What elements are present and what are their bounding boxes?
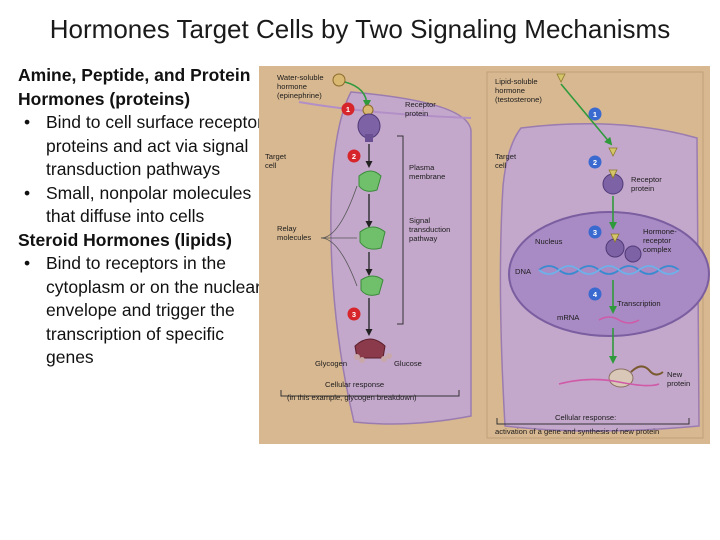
label-new-protein: protein [667, 379, 690, 388]
new-protein-icon [630, 365, 664, 376]
step-badge [588, 225, 602, 239]
label-hormone-receptor-complex: Hormone- [643, 227, 677, 236]
heading-steroid-hormones: Steroid Hormones (lipids) [18, 229, 232, 250]
label-target-cell: Target [495, 152, 517, 161]
relay-molecule-icon [359, 226, 386, 250]
notes-text: Amine, Peptide, and Protein Hormones (pr… [18, 64, 263, 370]
label-plasma-membrane: Plasma [409, 163, 435, 172]
label-water-soluble: (epinephrine) [277, 91, 322, 100]
label-mrna: mRNA [557, 313, 580, 322]
label-glycogen: Glycogen [315, 359, 347, 368]
enzyme-icon [354, 338, 386, 359]
step-badge [588, 287, 602, 301]
label-relay-molecules: molecules [277, 233, 311, 242]
protein-hormone-bullets: Bind to cell surface receptor proteins a… [18, 111, 263, 229]
label-cellular-response: activation of a gene and synthesis of ne… [495, 427, 659, 436]
step-badge [588, 107, 602, 121]
response-bracket [496, 418, 690, 425]
label-water-soluble: Water-soluble [277, 73, 324, 82]
step-badge [347, 307, 361, 321]
bullet-item: Bind to cell surface receptor proteins a… [18, 111, 263, 182]
label-glucose: Glucose [394, 359, 422, 368]
label-hormone-receptor-complex: receptor [643, 236, 671, 245]
label-lipid-soluble: hormone [495, 86, 525, 95]
label-transcription: Transcription [617, 299, 661, 308]
mrna-icon [598, 316, 640, 324]
steroid-hormone-bullets: Bind to receptors in the cytoplasm or on… [18, 252, 263, 370]
step-number: 2 [593, 158, 597, 167]
label-receptor-protein: protein [405, 109, 428, 118]
label-target-cell: cell [265, 161, 277, 170]
step-badge [588, 155, 602, 169]
receptor-stem [365, 134, 373, 142]
hormone-bound-icon [610, 233, 620, 243]
left-cytoplasm [330, 91, 472, 425]
slide-title: Hormones Target Cells by Two Signaling M… [49, 14, 671, 44]
left-plasma-membrane [298, 101, 472, 119]
glycogen-icon [354, 354, 360, 360]
label-receptor-protein: protein [631, 184, 654, 193]
label-signal-pathway: transduction [409, 225, 450, 234]
label-cellular-response: Cellular response: [555, 413, 616, 422]
arrow [344, 81, 371, 108]
label-new-protein: New [667, 370, 683, 379]
label-target-cell: cell [495, 161, 507, 170]
bullet-item: Small, nonpolar molecules that diffuse i… [18, 182, 263, 229]
relay-molecule-icon [360, 275, 384, 296]
label-receptor-protein: Receptor [405, 100, 436, 109]
signaling-diagram-svg: 1 2 3 Water-soluble hormone (epinephrine… [259, 66, 710, 444]
step-badge [347, 149, 361, 163]
pathway-bracket [397, 135, 404, 325]
step-number: 3 [593, 228, 597, 237]
label-lipid-soluble: (testosterone) [495, 95, 542, 104]
left-cell: 1 2 3 Water-soluble hormone (epinephrine… [265, 73, 472, 425]
hormone-bound-icon [608, 169, 618, 179]
step-badge [341, 102, 355, 116]
step-number: 3 [352, 310, 356, 319]
arrow [560, 83, 613, 146]
hormone-bound-icon [362, 104, 374, 116]
label-relay-molecules: Relay [277, 224, 297, 233]
relay-pointer-line [320, 237, 358, 287]
label-cellular-response: (in this example, glycogen breakdown) [287, 393, 417, 402]
label-signal-pathway: pathway [409, 234, 437, 243]
response-bracket [280, 390, 460, 397]
label-dna: DNA [515, 267, 532, 276]
epinephrine-icon [332, 73, 346, 87]
testosterone-icon [556, 73, 566, 83]
dna-helix-icon [538, 265, 680, 275]
ribosome-icon [608, 368, 634, 388]
right-cell: 1 2 3 4 Lipid-soluble hormone (testoster… [486, 71, 710, 439]
glucose-icon [386, 353, 392, 359]
relay-molecule-icon [358, 170, 382, 192]
testosterone-icon [608, 147, 618, 157]
label-lipid-soluble: Lipid-soluble [495, 77, 538, 86]
label-hormone-receptor-complex: complex [643, 245, 671, 254]
label-target-cell: Target [265, 152, 287, 161]
step-number: 1 [593, 110, 597, 119]
mrna-icon [558, 378, 660, 387]
signaling-diagram: 1 2 3 Water-soluble hormone (epinephrine… [259, 66, 710, 444]
bullet-item: Bind to receptors in the cytoplasm or on… [18, 252, 263, 370]
relay-pointer-line [320, 185, 358, 239]
heading-protein-hormones: Amine, Peptide, and Protein Hormones (pr… [18, 65, 251, 109]
label-plasma-membrane: membrane [409, 172, 445, 181]
label-signal-pathway: Signal [409, 216, 430, 225]
label-water-soluble: hormone [277, 82, 307, 91]
hormone-receptor-complex-icon [624, 245, 642, 263]
step-number: 4 [593, 290, 598, 299]
label-nucleus: Nucleus [535, 237, 563, 246]
glucose-icon [381, 356, 387, 362]
label-cellular-response: Cellular response [325, 380, 384, 389]
step-number: 2 [352, 152, 356, 161]
label-receptor-protein: Receptor [631, 175, 662, 184]
glycogen-icon [359, 357, 365, 363]
dna-helix-icon [538, 265, 680, 275]
step-number: 1 [346, 105, 350, 114]
